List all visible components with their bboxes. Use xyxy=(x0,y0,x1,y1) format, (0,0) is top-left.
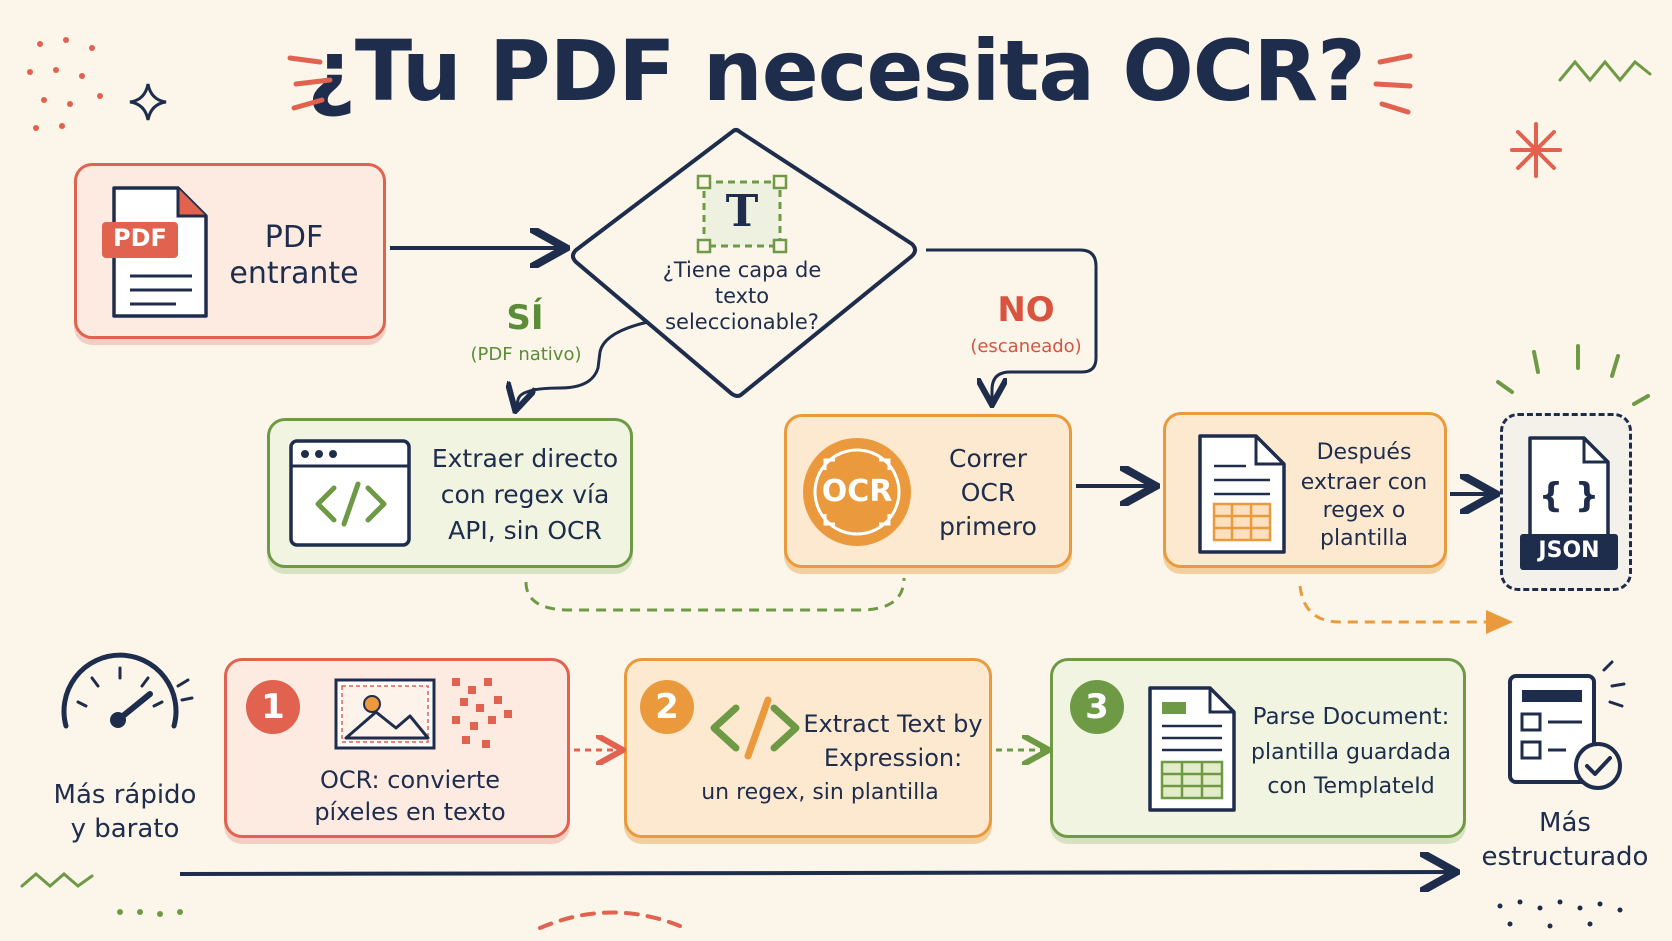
decorative-dots-bottom-left xyxy=(117,909,183,917)
dashed-link-orange xyxy=(1298,585,1513,634)
page-title: ¿Tu PDF necesita OCR? xyxy=(307,22,1366,120)
pixel-dots-icon xyxy=(452,678,512,748)
dashed-link-green xyxy=(524,577,906,612)
step-3-box xyxy=(1050,658,1466,838)
pdf-file-badge: PDF xyxy=(113,224,167,252)
decorative-dots-bottom-right xyxy=(1497,899,1623,929)
decorative-dots-top-left xyxy=(27,37,103,131)
decision-question-line2: texto xyxy=(714,284,770,308)
scale-right-line2: estructurado xyxy=(1481,842,1649,872)
squiggle-bottom-left xyxy=(20,872,94,888)
step-3-number: 3 xyxy=(1070,680,1124,734)
yes-branch-label: SÍ xyxy=(506,298,544,338)
step-2-number: 2 xyxy=(640,680,694,734)
json-sparkle-lines xyxy=(1496,344,1650,406)
direct-extract-line3: API, sin OCR xyxy=(448,516,602,545)
template-document-icon xyxy=(1148,686,1236,812)
squiggle-top-right xyxy=(1558,59,1652,83)
arrow-yes-branch xyxy=(516,320,649,408)
ocr-badge-label: OCR xyxy=(821,474,893,509)
speed-scale-arrow xyxy=(179,872,1452,874)
step-2-line2: Expression: xyxy=(823,744,963,772)
asterisk-icon xyxy=(1510,122,1562,178)
image-icon xyxy=(334,678,436,750)
code-window-icon xyxy=(289,439,411,547)
decision-question-line3: seleccionable? xyxy=(665,310,819,334)
spreadsheet-document-icon xyxy=(1198,434,1286,554)
decision-question-line1: ¿Tiene capa de xyxy=(662,258,822,282)
json-badge-label: JSON xyxy=(1538,538,1600,563)
ocr-badge-icon xyxy=(803,438,911,546)
step-1-line1: OCR: convierte xyxy=(319,766,501,794)
after-extract-line2: extraer con xyxy=(1300,470,1428,495)
no-branch-sublabel: (escaneado) xyxy=(970,336,1082,357)
direct-extract-line1: Extraer directo xyxy=(431,444,619,473)
arc-bottom-center xyxy=(538,910,682,930)
run-ocr-line2: OCR xyxy=(960,478,1016,507)
text-selection-icon xyxy=(696,174,788,254)
run-ocr-line3: primero xyxy=(939,512,1037,541)
json-document-icon xyxy=(1520,436,1618,570)
scale-left-line2: y barato xyxy=(70,814,180,844)
text-layer-glyph: T xyxy=(725,186,759,237)
scale-left-line1: Más rápido xyxy=(53,780,197,810)
pdf-document-icon xyxy=(102,186,208,318)
title-accent-left xyxy=(287,55,333,111)
step-3-line3: con TemplateId xyxy=(1267,774,1435,799)
scale-right-line1: Más xyxy=(1539,808,1591,838)
code-brackets-icon xyxy=(710,696,800,760)
speedometer-icon xyxy=(61,652,194,729)
title-accent-right xyxy=(1373,53,1413,115)
decision-diamond xyxy=(571,128,917,398)
after-extract-line3: regex o xyxy=(1322,498,1406,523)
sparkle-icon xyxy=(129,83,167,121)
json-braces: { } xyxy=(1538,476,1600,516)
incoming-pdf-label-line1: PDF xyxy=(264,220,324,255)
step-2-line1: Extract Text by xyxy=(803,710,983,738)
no-branch-label: NO xyxy=(997,290,1055,330)
step-2-line3: un regex, sin plantilla xyxy=(701,780,939,805)
after-extract-line1: Después xyxy=(1316,440,1412,465)
step-1-line2: píxeles en texto xyxy=(314,798,506,826)
step-3-line1: Parse Document: xyxy=(1252,704,1450,730)
yes-branch-sublabel: (PDF nativo) xyxy=(470,344,582,365)
step-1-number: 1 xyxy=(246,680,300,734)
arrow-no-branch xyxy=(926,248,1098,402)
run-ocr-line1: Correr xyxy=(949,444,1027,473)
after-extract-line4: plantilla xyxy=(1320,526,1408,551)
structured-form-icon xyxy=(1508,660,1626,790)
step-3-line2: plantilla guardada xyxy=(1251,740,1451,765)
incoming-pdf-label-line2: entrante xyxy=(229,256,359,291)
direct-extract-line2: con regex vía xyxy=(440,480,610,509)
